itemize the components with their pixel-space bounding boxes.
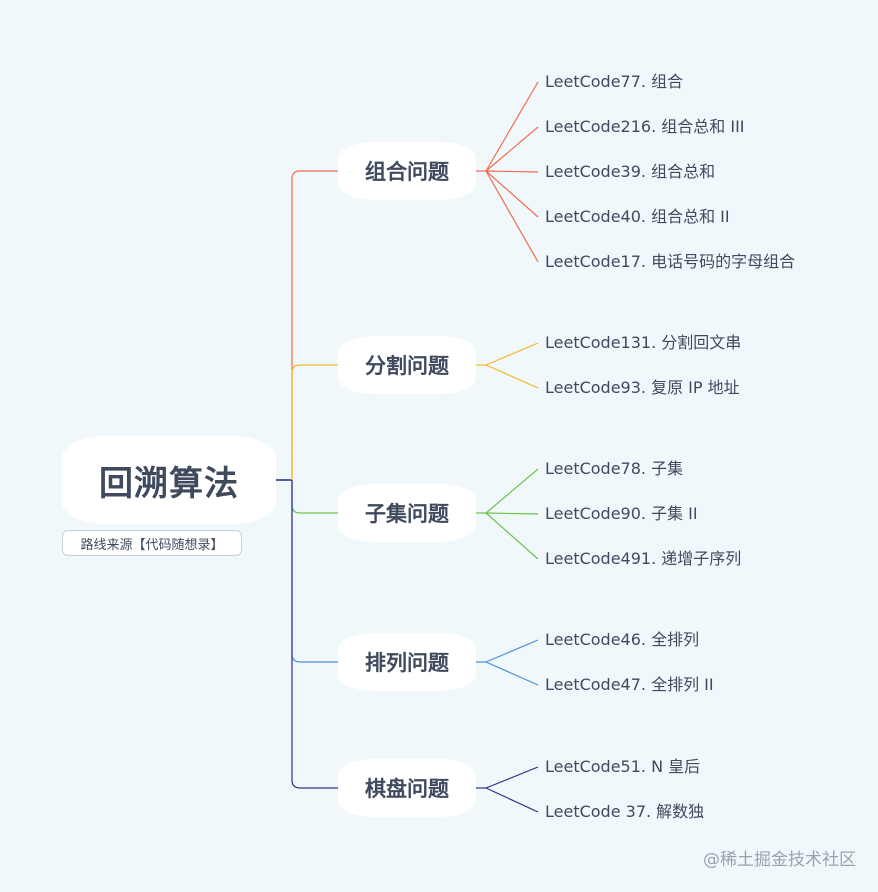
leaf-node[interactable]: LeetCode216. 组合总和 III — [545, 117, 745, 136]
branch-node[interactable]: 棋盘问题 — [338, 759, 476, 817]
leaf-connector — [485, 661, 539, 686]
branch-connector — [291, 480, 338, 789]
branch-connector — [291, 170, 338, 480]
branch-label: 排列问题 — [365, 651, 449, 675]
branch-node[interactable]: 子集问题 — [338, 484, 476, 542]
leaf-connector — [485, 81, 539, 172]
leaf-node[interactable]: LeetCode491. 递增子序列 — [545, 549, 742, 568]
leaf-connector — [485, 364, 539, 389]
leaf-node[interactable]: LeetCode 37. 解数独 — [545, 802, 705, 821]
leaf-connector — [485, 170, 539, 218]
leaf-connector — [485, 766, 539, 789]
branch-node[interactable]: 组合问题 — [338, 142, 476, 200]
branch-node[interactable]: 分割问题 — [338, 336, 476, 394]
branch-label: 子集问题 — [365, 502, 449, 526]
leaf-node[interactable]: LeetCode39. 组合总和 — [545, 162, 716, 181]
leaf-node[interactable]: LeetCode131. 分割回文串 — [545, 333, 742, 352]
root-note: 路线来源【代码随想录】 — [62, 530, 242, 556]
leaf-connector — [485, 512, 539, 560]
leaf-connector — [485, 170, 539, 173]
watermark: @稀土掘金技术社区 — [703, 850, 856, 870]
leaf-connector — [485, 342, 539, 366]
root-node[interactable]: 回溯算法 — [62, 436, 276, 524]
leaf-connector — [485, 512, 539, 515]
leaf-connector — [485, 126, 539, 172]
leaf-node[interactable]: LeetCode93. 复原 IP 地址 — [545, 378, 740, 397]
root-label: 回溯算法 — [99, 463, 239, 504]
leaf-connector — [485, 787, 539, 813]
branch-connector — [291, 364, 338, 480]
branch-node[interactable]: 排列问题 — [338, 633, 476, 691]
branch-label: 棋盘问题 — [365, 777, 449, 801]
leaf-node[interactable]: LeetCode46. 全排列 — [545, 630, 700, 649]
leaf-connector — [485, 468, 539, 514]
leaf-node[interactable]: LeetCode40. 组合总和 II — [545, 207, 730, 226]
branch-connector — [291, 480, 338, 663]
leaf-connector — [485, 639, 539, 663]
root-note-text: 路线来源【代码随想录】 — [80, 537, 224, 553]
leaf-node[interactable]: LeetCode90. 子集 II — [545, 504, 698, 523]
branch-label: 组合问题 — [365, 160, 449, 184]
branch-connector — [291, 480, 338, 514]
leaf-node[interactable]: LeetCode51. N 皇后 — [545, 757, 701, 776]
leaf-node[interactable]: LeetCode17. 电话号码的字母组合 — [545, 252, 796, 271]
leaf-node[interactable]: LeetCode47. 全排列 II — [545, 675, 714, 694]
leaf-node[interactable]: LeetCode77. 组合 — [545, 72, 684, 91]
leaf-node[interactable]: LeetCode78. 子集 — [545, 459, 684, 478]
branch-label: 分割问题 — [365, 354, 449, 378]
leaf-connector — [485, 170, 539, 263]
